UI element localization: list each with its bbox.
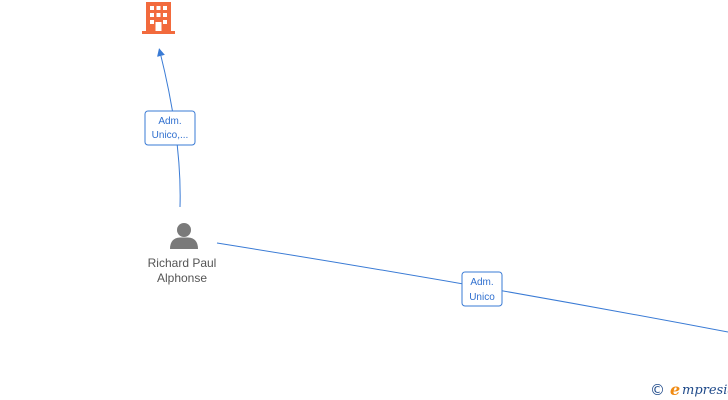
edge-label-1[interactable]: Adm. Unico,... — [144, 110, 196, 146]
edge-label-2-line2: Unico — [469, 292, 495, 303]
empresia-watermark: © e mpresia — [650, 380, 728, 399]
person-name-line1: Richard Paul — [148, 256, 217, 270]
person-name-line2: Alphonse — [157, 271, 207, 285]
building-icon — [142, 2, 175, 34]
person-node[interactable]: Richard Paul Alphonse — [148, 223, 217, 285]
copyright-symbol: © — [650, 381, 665, 399]
company-node[interactable] — [142, 2, 175, 34]
watermark-name: mpresia — [682, 383, 728, 398]
edge-label-2[interactable]: Adm. Unico — [461, 271, 503, 307]
edge-label-1-line1: Adm. — [158, 116, 181, 127]
person-icon — [170, 223, 198, 249]
edge-label-2-line1: Adm. — [470, 277, 493, 288]
watermark-initial: e — [670, 380, 680, 399]
edge-label-1-line2: Unico,... — [152, 130, 189, 141]
